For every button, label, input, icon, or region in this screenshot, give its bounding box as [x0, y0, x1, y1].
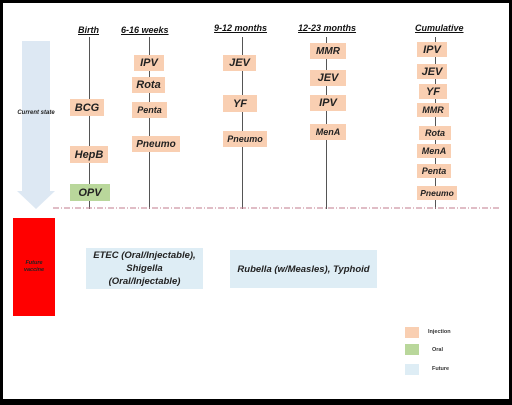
legend-injection-swatch: [405, 327, 419, 338]
future-vaccine-label: Future vaccine: [23, 260, 45, 273]
header-6-16-weeks: 6-16 weeks: [121, 25, 169, 35]
timeline-cumulative: [435, 37, 436, 209]
vaccine-hepb: HepB: [70, 146, 108, 163]
vaccine-penta-cumulative: Penta: [417, 164, 451, 178]
vaccine-mmr-cumulative: MMR: [417, 103, 449, 117]
legend-oral-label: Oral: [432, 347, 444, 353]
legend-injection-label: Injection: [428, 329, 451, 335]
vaccine-mmr-12-23: MMR: [310, 43, 346, 59]
vaccine-ipv-6-16: IPV: [134, 55, 164, 71]
current-state-label: Current state: [17, 110, 55, 116]
vaccine-bcg: BCG: [70, 99, 104, 116]
vaccine-rota-cumulative: Rota: [419, 126, 451, 140]
header-12-23-months: 12-23 months: [298, 23, 357, 33]
future-vaccine-block: [13, 218, 55, 316]
timeline-9-12-months: [242, 37, 243, 209]
vaccine-mena-cumulative: MenA: [417, 144, 451, 158]
vaccine-ipv-cumulative: IPV: [417, 42, 447, 57]
vaccine-mena-12-23: MenA: [310, 124, 346, 140]
vaccine-yf-cumulative: YF: [419, 84, 447, 99]
current-state-arrow: [17, 41, 55, 209]
vaccine-rota-6-16: Rota: [132, 77, 165, 93]
timeline-6-16-weeks: [149, 37, 150, 209]
vaccine-ipv-12-23: IPV: [310, 95, 346, 111]
future-etec-shigella: ETEC (Oral/Injectable), Shigella (Oral/I…: [86, 248, 203, 289]
header-birth: Birth: [78, 25, 99, 35]
header-cumulative: Cumulative: [415, 23, 464, 33]
timeline-12-23-months: [326, 37, 327, 209]
vaccine-jev-9-12: JEV: [223, 55, 256, 71]
vaccine-opv: OPV: [70, 184, 110, 201]
future-rubella-typhoid: Rubella (w/Measles), Typhoid: [230, 250, 377, 288]
vaccine-jev-cumulative: JEV: [417, 64, 447, 79]
vaccine-yf-9-12: YF: [223, 95, 257, 112]
vaccine-penta-6-16: Penta: [132, 102, 167, 118]
header-9-12-months: 9-12 months: [214, 23, 268, 33]
legend-future-swatch: [405, 364, 419, 375]
vaccine-pneumo-6-16: Pneumo: [132, 136, 180, 152]
legend-oral-swatch: [405, 344, 419, 355]
vaccine-pneumo-9-12: Pneumo: [223, 131, 267, 147]
current-future-divider: [53, 207, 499, 209]
vaccine-pneumo-cumulative: Pneumo: [417, 186, 457, 200]
timeline-birth: [89, 37, 90, 209]
legend-future-label: Future: [432, 366, 450, 372]
vaccine-jev-12-23: JEV: [310, 70, 346, 86]
